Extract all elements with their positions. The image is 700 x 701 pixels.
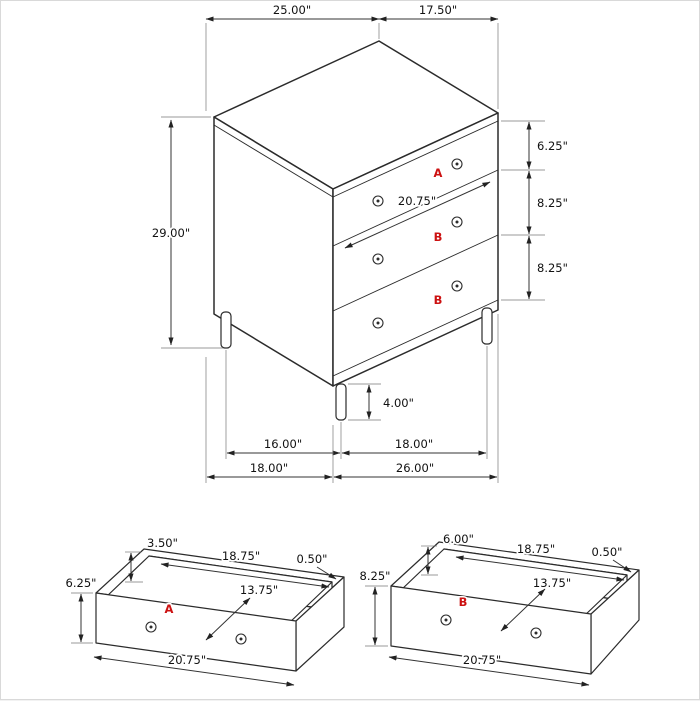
- drawer-knob-dot: [376, 321, 380, 325]
- chest-leg-right: [481, 307, 493, 345]
- dim-a-back-height-label: 3.50": [147, 536, 178, 550]
- drawer-knob-dot: [149, 625, 153, 629]
- dim-a-edge-label: 0.50": [297, 552, 328, 566]
- dimension-line-a-inner-depth: [205, 597, 251, 641]
- dim-b-back-height-label: 6.00": [443, 532, 474, 546]
- dim-drawer-width-label: 20.75": [398, 194, 436, 208]
- dim-drawer1-height-label: 6.25": [537, 139, 568, 153]
- dim-leg-span-right-label: 18.00": [395, 437, 433, 451]
- dim-base-width-label: 26.00": [396, 461, 434, 475]
- dimension-line-a-inner-width: [160, 562, 330, 589]
- chest-leg-front: [335, 383, 347, 421]
- dim-a-inner-depth-label: 13.75": [240, 583, 278, 597]
- drawer-knob-dot: [534, 631, 538, 635]
- dim-a-outer-width-label: 20.75": [168, 653, 206, 667]
- dim-drawer2-height-label: 8.25": [537, 196, 568, 210]
- dimension-line-b-inner-width: [455, 555, 625, 582]
- leader-line-b-edge: [612, 559, 632, 573]
- drawer-a-view: A 3.50" 18.75" 0.50" 6.25" 13.75" 20.75": [64, 534, 345, 687]
- drawer1-letter: A: [434, 166, 443, 180]
- drawer2-letter: B: [434, 230, 443, 244]
- dim-b-edge-label: 0.50": [592, 545, 623, 559]
- drawer-knob-dot: [376, 199, 380, 203]
- dim-top-depth-label: 25.00": [273, 3, 311, 17]
- chest-leg-left: [220, 311, 232, 349]
- leader-line-a-edge: [316, 566, 337, 580]
- drawer-knob-dot: [455, 220, 459, 224]
- dim-leg-height-label: 4.00": [383, 396, 414, 410]
- drawer-a-letter: A: [165, 602, 174, 616]
- drawer-knob-dot: [239, 637, 243, 641]
- dim-b-outer-width-label: 20.75": [463, 653, 501, 667]
- dim-top-width-label: 17.50": [419, 3, 457, 17]
- dimension-line-a-outer-width: [93, 655, 295, 687]
- dim-overall-height-label: 29.00": [152, 226, 190, 240]
- dimension-line-b-inner-depth: [500, 588, 546, 632]
- dimension-line-b-outer-width: [388, 655, 590, 687]
- drawer-knob-dot: [455, 162, 459, 166]
- main-chest-view: A B B 25.00" 17.50" 29.00" 6.25" 8.25" 8…: [150, 1, 570, 483]
- drawer-b-view: B 6.00" 18.75" 0.50" 8.25" 13.75" 20.75": [358, 530, 640, 687]
- dim-b-front-height-label: 8.25": [360, 569, 391, 583]
- dim-base-depth-label: 18.00": [250, 461, 288, 475]
- drawer-knob-dot: [444, 618, 448, 622]
- chest-front-face: [332, 112, 499, 387]
- drawer-divider-3: [332, 299, 499, 377]
- dim-b-inner-depth-label: 13.75": [533, 576, 571, 590]
- dim-a-front-height-label: 6.25": [66, 576, 97, 590]
- drawer3-letter: B: [434, 293, 443, 307]
- dim-drawer3-height-label: 8.25": [537, 261, 568, 275]
- dim-a-inner-width-label: 18.75": [222, 549, 260, 563]
- chest-top-slab-edge-left: [213, 124, 334, 198]
- dim-b-inner-width-label: 18.75": [517, 542, 555, 556]
- dimension-line-drawer-width: [344, 181, 491, 249]
- drawer-knob-dot: [376, 257, 380, 261]
- drawer-knob-dot: [455, 284, 459, 288]
- dim-leg-span-left-label: 16.00": [264, 437, 302, 451]
- drawer-b-letter: B: [459, 595, 468, 609]
